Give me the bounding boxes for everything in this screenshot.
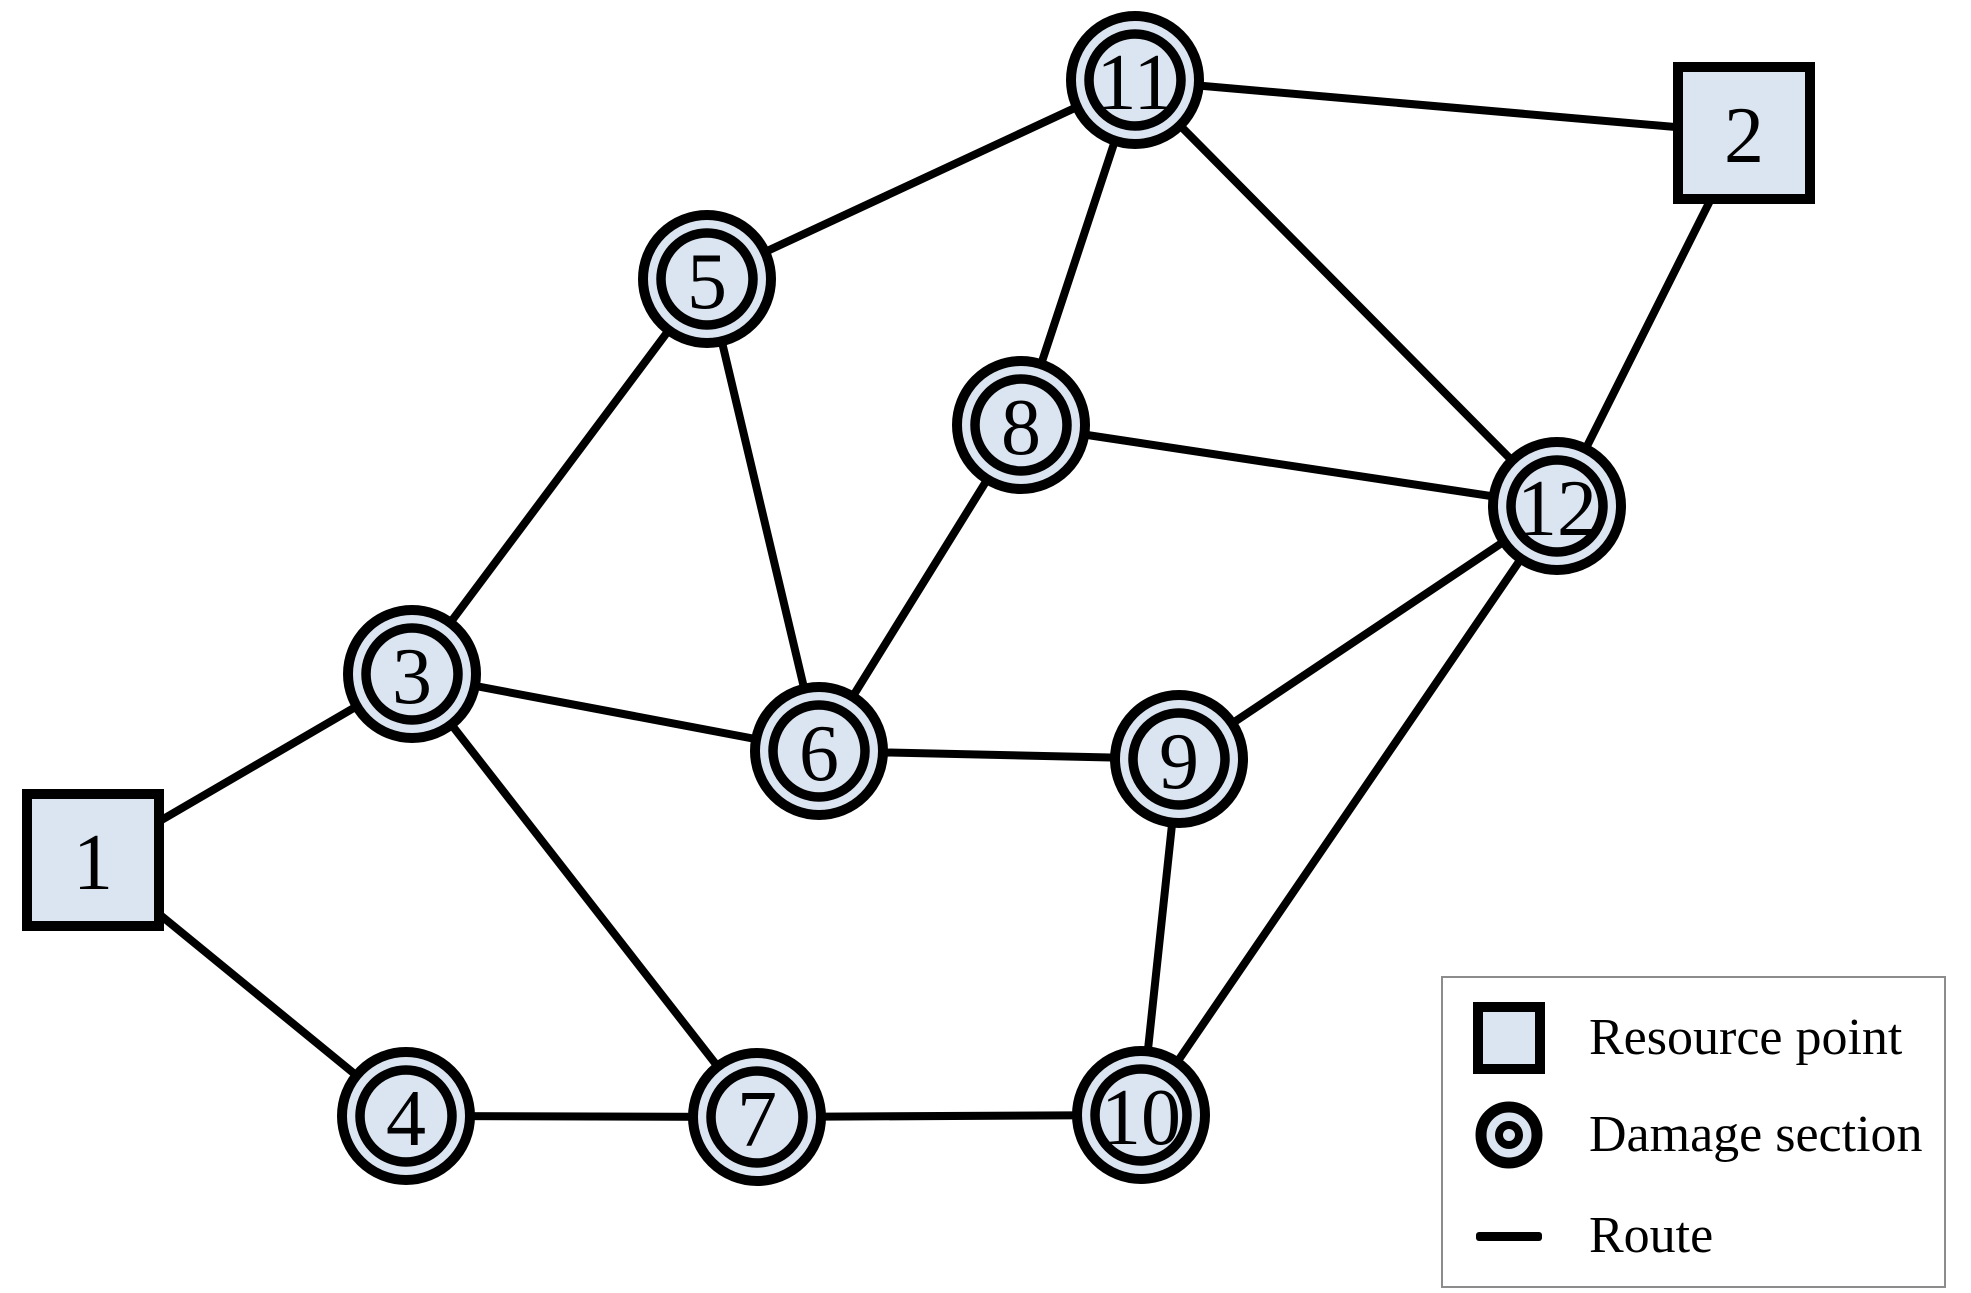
legend-label-resource-point: Resource point [1589, 1009, 1903, 1066]
edge-11-2 [1131, 76, 1748, 137]
legend-label-damage-section: Damage section [1589, 1106, 1923, 1163]
edge-8-12 [1017, 421, 1561, 510]
node-label-9: 9 [1159, 718, 1199, 806]
edge-5-6 [703, 275, 823, 755]
edge-3-6 [408, 670, 823, 755]
node-9: 9 [1110, 690, 1248, 828]
node-5: 5 [638, 210, 776, 348]
node-label-5: 5 [687, 238, 727, 326]
node-label-12: 12 [1517, 465, 1597, 553]
damage-section-inner-ring [656, 228, 758, 330]
node-label-3: 3 [392, 633, 432, 721]
node-label-2: 2 [1724, 92, 1764, 180]
damage-section-inner-ring [768, 700, 870, 802]
legend-box: Resource point Damage section Route [1441, 976, 1946, 1288]
node-8: 8 [952, 356, 1090, 494]
node-label-4: 4 [386, 1075, 426, 1163]
edge-11-12 [1131, 76, 1561, 510]
legend-item-resource-point: Resource point [1473, 1002, 1902, 1074]
node-2: 2 [1673, 62, 1815, 204]
node-1: 1 [22, 789, 164, 931]
node-label-7: 7 [737, 1076, 777, 1164]
damage-section-inner-ring [1128, 708, 1230, 810]
damage-section-inner-ring [1506, 455, 1608, 557]
edge-10-12 [1137, 502, 1561, 1119]
node-7: 7 [688, 1048, 826, 1186]
node-12: 12 [1488, 437, 1626, 575]
bullseye-icon [1475, 1101, 1543, 1169]
edges-layer [89, 76, 1748, 1121]
damage-section-inner-ring [361, 623, 463, 725]
node-label-8: 8 [1001, 384, 1041, 472]
edge-3-7 [408, 670, 761, 1121]
damage-section-inner-ring [1090, 1064, 1192, 1166]
node-3: 3 [343, 605, 481, 743]
edge-5-11 [703, 76, 1139, 283]
damage-section-inner-ring [1084, 29, 1186, 131]
resource-point-shape [22, 789, 164, 931]
legend-item-damage-section: Damage section [1473, 1099, 1923, 1171]
node-label-11: 11 [1096, 39, 1173, 127]
legend-item-route: Route [1473, 1200, 1713, 1272]
damage-section-inner-ring [355, 1065, 457, 1167]
damage-section-inner-ring [706, 1066, 808, 1168]
node-10: 10 [1072, 1046, 1210, 1184]
legend-label-route: Route [1589, 1207, 1714, 1264]
node-label-10: 10 [1101, 1074, 1181, 1162]
damage-section-inner-ring [970, 374, 1072, 476]
square-icon [1473, 1002, 1545, 1074]
node-4: 4 [337, 1047, 475, 1185]
node-11: 11 [1066, 11, 1204, 149]
edge-9-12 [1175, 502, 1561, 763]
line-icon [1476, 1231, 1542, 1241]
edge-3-5 [408, 275, 711, 678]
node-label-1: 1 [73, 819, 113, 907]
resource-point-shape [1673, 62, 1815, 204]
node-6: 6 [750, 682, 888, 820]
node-label-6: 6 [799, 710, 839, 798]
